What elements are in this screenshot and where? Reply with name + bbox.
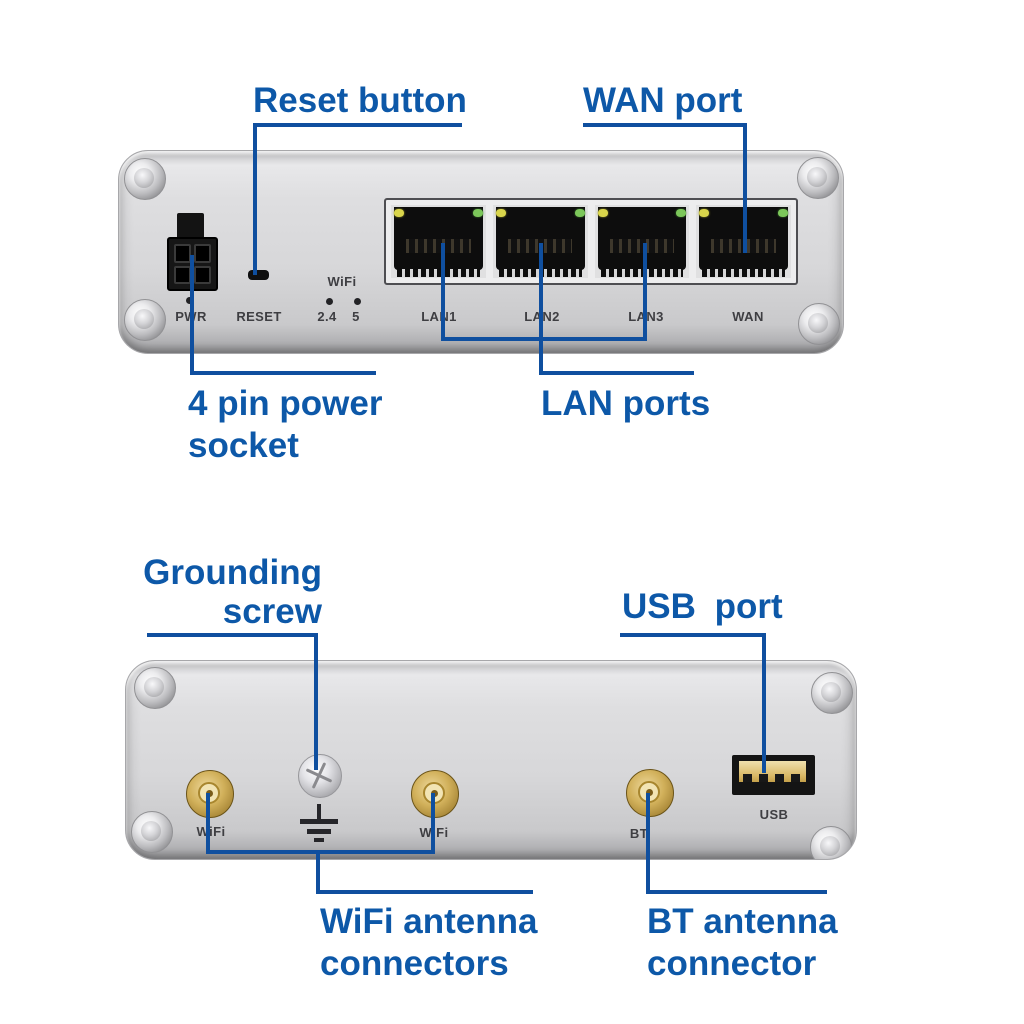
screw-icon [124,158,166,200]
callout-reset-button: Reset button [253,81,467,120]
grounding-screw [298,754,342,798]
callout-wifi-line1: WiFi antenna [320,902,538,941]
silkscreen-wifi1: WiFi [196,824,226,839]
screw-icon [798,303,840,345]
leader-lan3-drop [643,243,647,341]
leader-grounding-horizontal [147,633,318,637]
screw-icon [810,826,852,859]
leader-grounding-drop [314,633,318,770]
callout-bt-line2: connector [647,944,817,983]
wifi-5-led [354,298,361,305]
reset-hole [248,270,269,280]
ground-symbol-icon [314,838,324,842]
callout-grounding-screw: Grounding screw [140,553,322,631]
silkscreen-wifi: WiFi [327,274,357,289]
screw-icon [797,157,839,199]
lan1-port [391,205,486,278]
leader-wan-underline [583,123,747,127]
callout-power-line1: 4 pin power [188,384,383,423]
callout-grounding-line1: Grounding [143,553,322,592]
link-led-green [574,209,585,217]
leader-lan1-drop [441,243,445,341]
leader-power-underline [190,371,376,375]
back-panel-device: WiFi WiFi BT USB [125,660,857,860]
screw-icon [134,667,176,709]
leader-usb-drop [762,633,766,773]
bt-antenna-connector [626,769,674,817]
leader-usb-horizontal [620,633,766,637]
power-socket-tab [177,213,204,239]
leader-bt-drop [646,793,650,894]
link-led-green [778,209,788,217]
leader-reset-drop [253,123,257,275]
wifi-24-led [326,298,333,305]
silkscreen-usb: USB [759,807,789,822]
screw-icon [131,811,173,853]
link-led-green [676,209,687,217]
lan3-port [594,205,690,278]
silkscreen-bt: BT [629,826,649,841]
leader-lan2-drop [539,243,543,375]
leader-bt-underline [646,890,827,894]
leader-wifi1-drop [206,793,210,854]
activity-led-yellow [699,209,710,217]
callout-bt-antenna: BT antenna connector [647,901,838,985]
callout-power-socket: 4 pin power socket [188,383,382,467]
leader-wifi-bus [206,850,435,854]
leader-wifi-underline [316,890,533,894]
silkscreen-wifi-5: 5 [352,309,360,324]
callout-lan-ports: LAN ports [541,384,711,423]
screw-icon [124,299,166,341]
callout-bt-line1: BT antenna [647,902,838,941]
ground-symbol-icon [300,819,338,824]
front-panel-device: PWR RESET WiFi 2.4 5 [118,150,844,354]
callout-power-line2: socket [188,426,299,465]
leader-wifi2-drop [431,793,435,854]
leader-wifi-mid-drop [316,850,320,894]
callout-grounding-line2: screw [222,592,322,631]
callout-wifi-line2: connectors [320,944,509,983]
callout-usb-port: USB port [622,587,783,626]
leader-power-drop [190,255,194,375]
wifi-antenna-connector-2 [411,770,459,818]
silkscreen-reset: RESET [236,309,282,324]
leader-lan-bus [441,337,647,341]
usb-port [732,755,815,795]
callout-wifi-antennas: WiFi antenna connectors [320,901,537,985]
leader-reset-underline [253,123,462,127]
pwr-led [186,297,193,304]
screw-icon [811,672,853,714]
leader-lan-underline [539,371,694,375]
link-led-green [472,209,483,217]
silkscreen-wan: WAN [732,309,764,324]
activity-led-yellow [597,209,608,217]
wifi-antenna-connector-1 [186,770,234,818]
silkscreen-lan1: LAN1 [421,309,457,324]
activity-led-yellow [394,209,404,217]
leader-wan-drop [743,123,747,253]
ground-symbol-icon [307,829,331,834]
activity-led-yellow [495,209,506,217]
ground-symbol-icon [317,804,321,819]
ethernet-port-block [384,198,798,285]
silkscreen-wifi-24: 2.4 [317,309,337,324]
callout-wan-port: WAN port [583,81,743,120]
